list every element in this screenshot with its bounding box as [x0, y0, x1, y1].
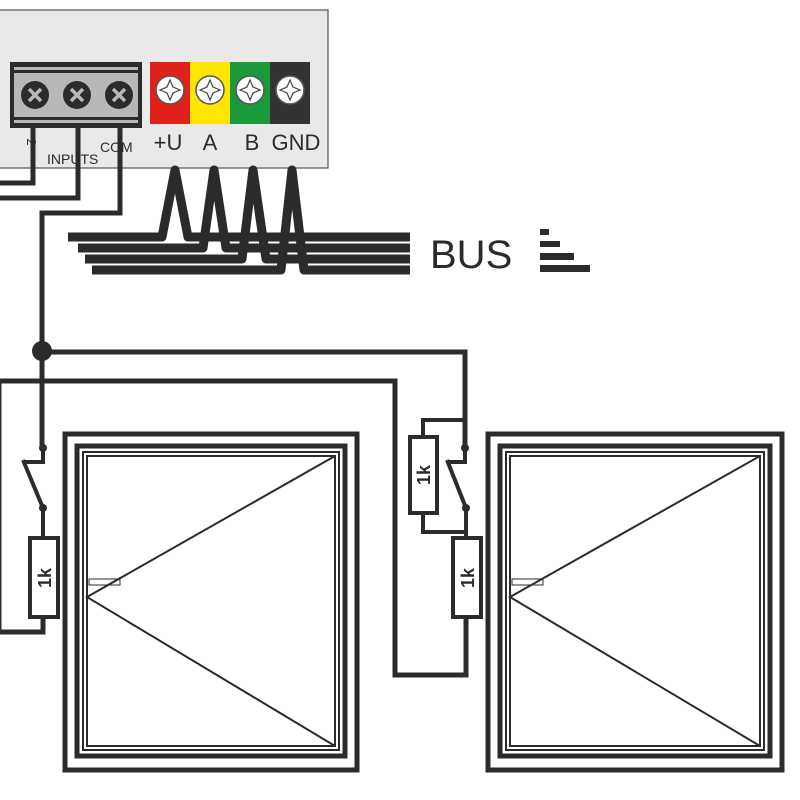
com-label: COM — [100, 139, 133, 155]
resistor-3-label: 1k — [458, 567, 478, 588]
bus-screw-a[interactable] — [195, 75, 225, 105]
terminal-label-b: B — [245, 130, 260, 155]
com-branch-wire — [42, 349, 468, 448]
terminal-label-gnd: GND — [272, 130, 321, 155]
resistor-3: 1k — [451, 536, 483, 619]
input-wire-1 — [0, 128, 36, 186]
input-screw-com[interactable] — [105, 81, 133, 109]
input-screw-1[interactable] — [21, 81, 49, 109]
loop-wire-2 — [0, 378, 469, 678]
loop-wire-1 — [0, 618, 46, 635]
inputs-label: INPUTS — [47, 151, 98, 167]
bus-wire-b — [85, 165, 410, 264]
switch-1-contact — [39, 444, 47, 452]
input-screw-2[interactable] — [63, 81, 91, 109]
terminal-label-a: A — [203, 130, 218, 155]
window-1 — [62, 431, 360, 773]
terminal-label-plus-u: +U — [154, 130, 183, 155]
bus-label: BUS — [430, 233, 512, 277]
switch-2 — [421, 418, 468, 537]
bus-screw-plus-u[interactable] — [155, 75, 185, 105]
junction-dot — [32, 341, 52, 361]
window-2 — [485, 431, 785, 773]
input-wire-2 — [0, 128, 81, 201]
switch-2-contact — [461, 444, 469, 452]
bus-screw-gnd[interactable] — [275, 75, 305, 105]
bus-wire-gnd — [92, 165, 410, 275]
window-1-handle — [88, 578, 121, 586]
resistor-1: 1k — [28, 536, 60, 619]
switch-1 — [21, 448, 45, 537]
resistor-2-label: 1k — [414, 464, 434, 485]
control-module: 2 COM INPUTS +U A B GND — [0, 9, 329, 169]
resistor-1-label: 1k — [35, 567, 55, 588]
com-wire — [39, 128, 123, 448]
resistor-2: 1k — [408, 435, 439, 515]
bus-stairs-icon — [540, 229, 590, 272]
input-terminal-block — [10, 62, 142, 128]
switch-1-contact — [39, 504, 47, 512]
window-2-handle — [511, 578, 544, 586]
bus-wires — [68, 165, 410, 275]
bus-terminal-block — [150, 62, 310, 124]
switch-2-contact — [462, 504, 470, 512]
bus-screw-b[interactable] — [235, 75, 265, 105]
input-wires — [0, 128, 469, 678]
